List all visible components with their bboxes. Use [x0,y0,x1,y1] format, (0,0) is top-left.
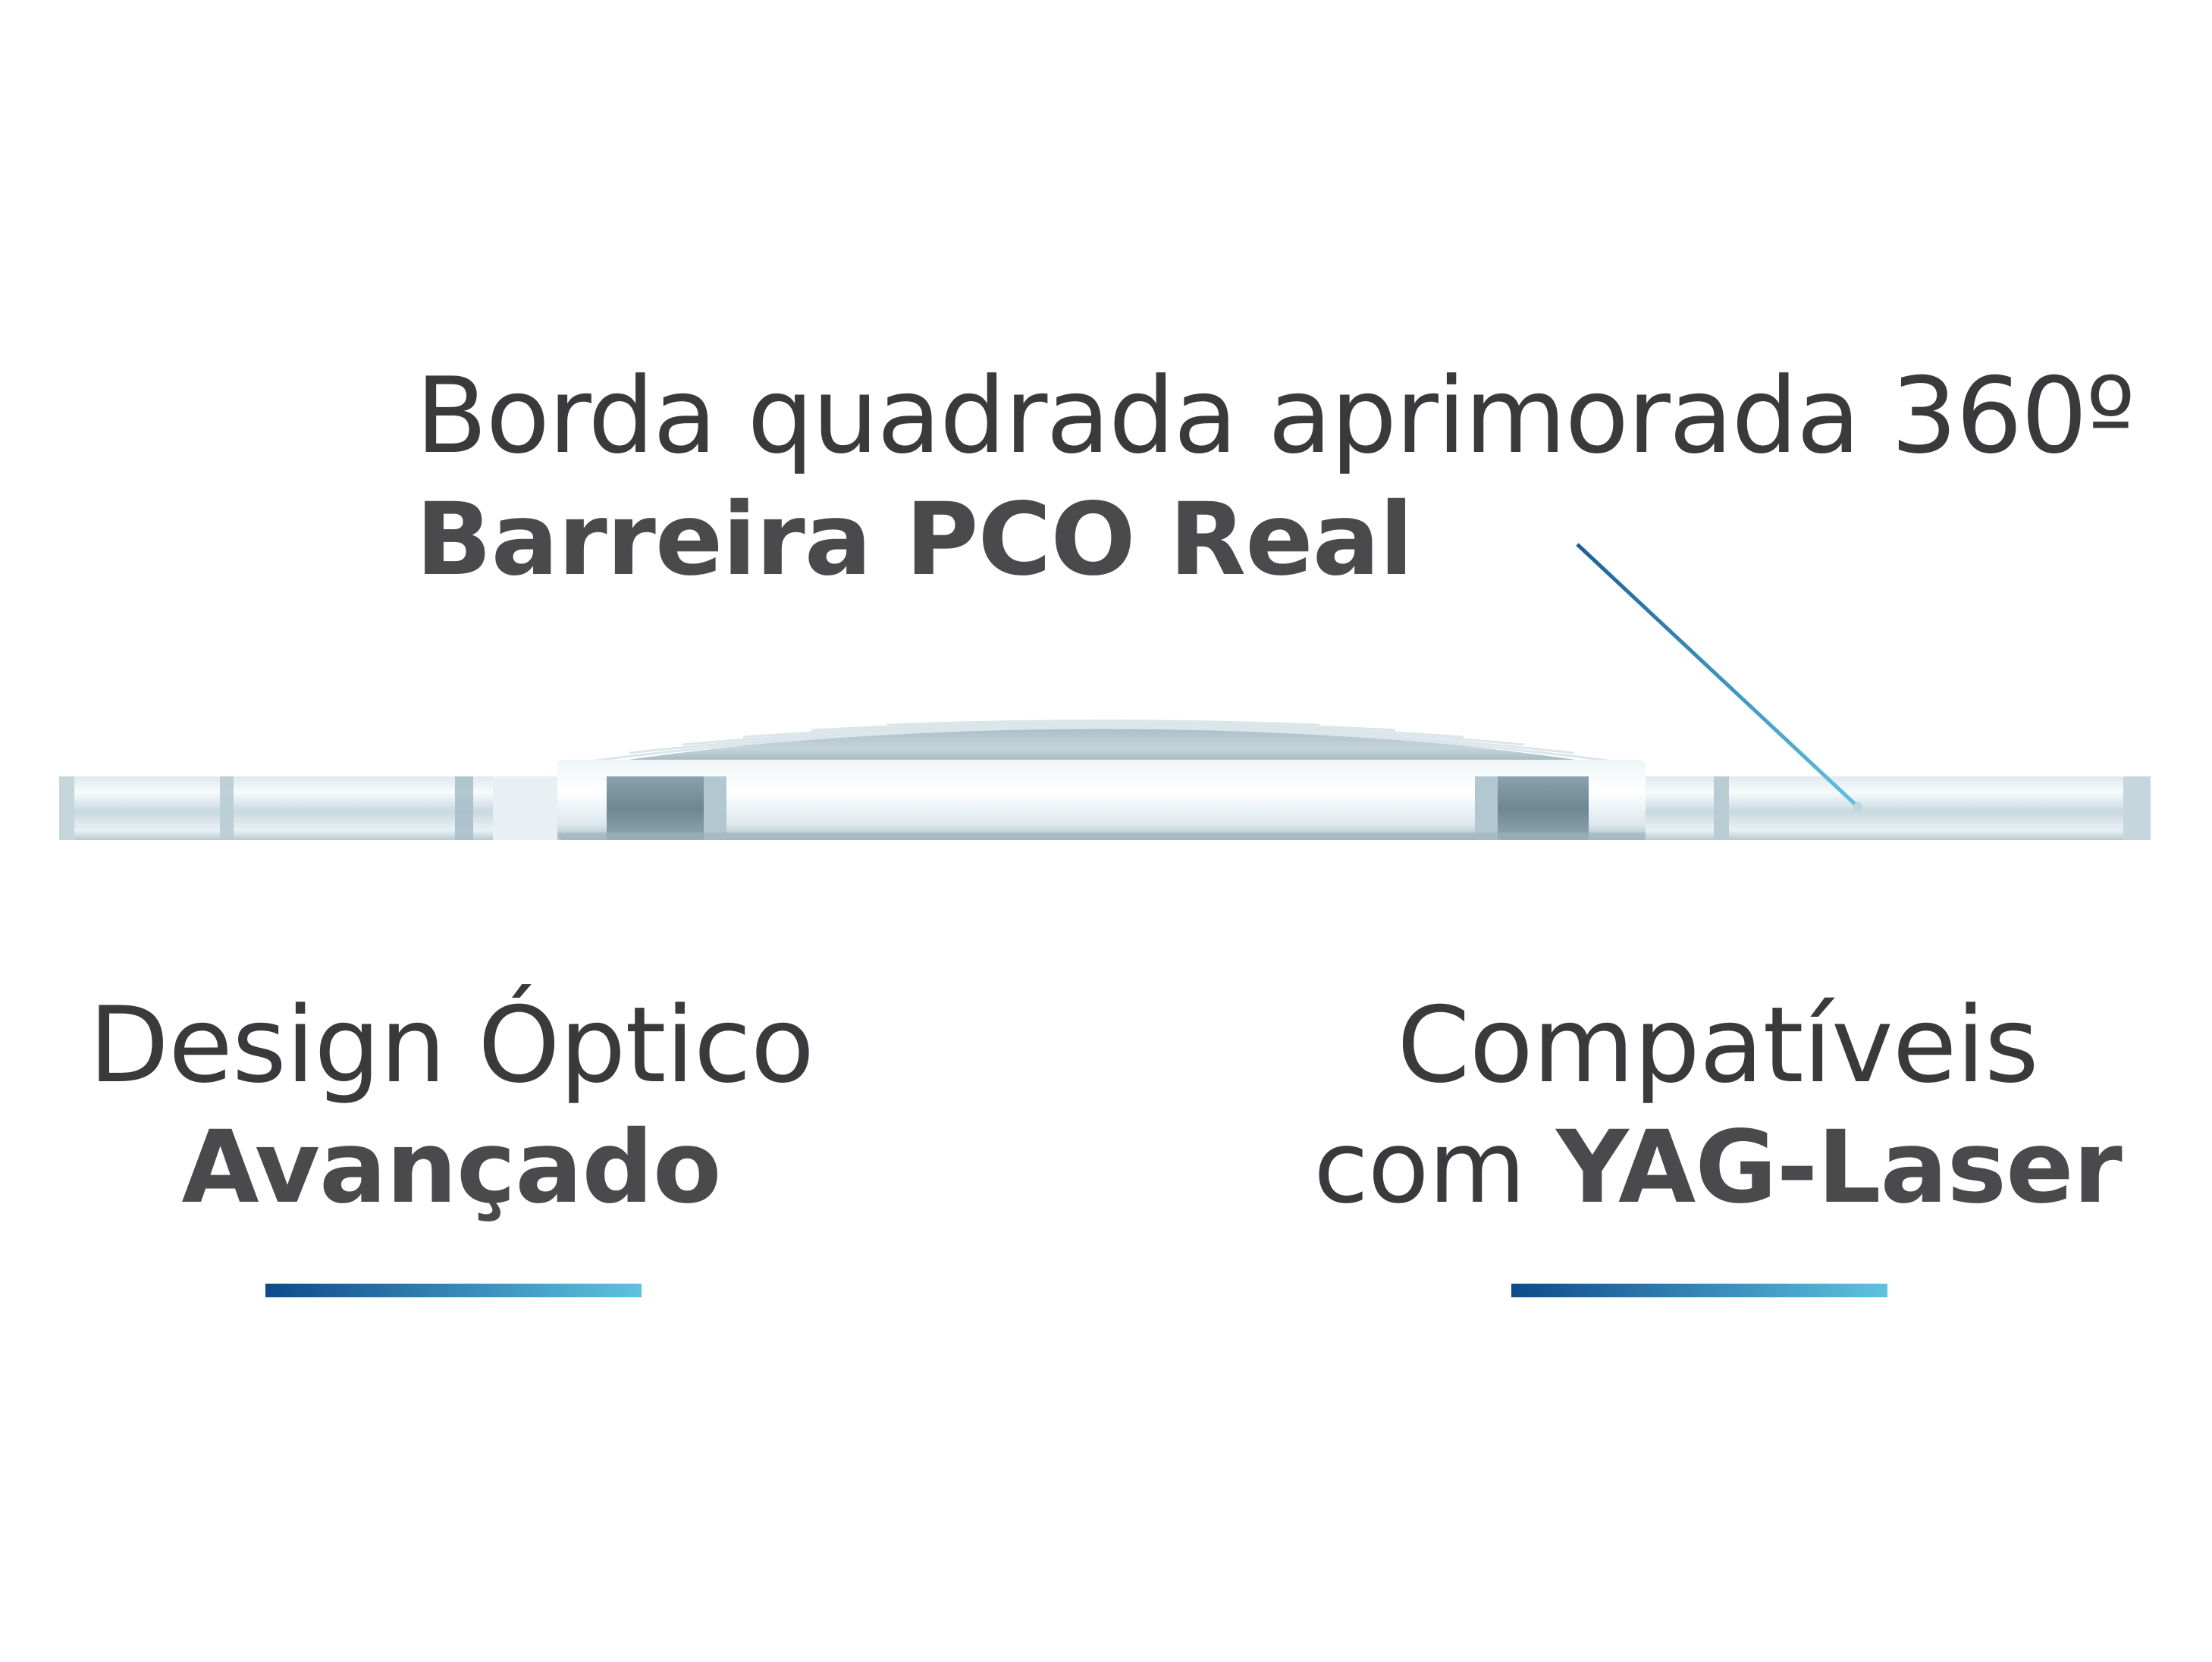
lens-optic-body [557,760,1646,840]
left-callout: Design Óptico Avançado [0,993,902,1218]
left-callout-line1: Design Óptico [88,984,814,1106]
right-callout-line1: Compatíveis [1397,984,2039,1106]
callout-connector-diagonal [1576,543,1859,808]
right-callout-line2-prefix: com [1313,1109,1557,1226]
right-callout-line2: com YAG-Laser [1289,1118,2146,1218]
top-callout: Borda quadrada aprimorada 360º Barreira … [416,355,2135,598]
right-callout: Compatíveis com YAG-Laser [1289,993,2146,1218]
right-callout-line2-bold: YAG-Laser [1556,1109,2123,1226]
left-callout-line2: Avançado [181,1109,721,1226]
right-callout-underline [1511,1284,1887,1297]
top-callout-line1: Borda quadrada aprimorada 360º [416,355,2135,477]
top-callout-line2: Barreira PCO Real [416,481,1413,598]
callout-connector-dot [1853,802,1862,811]
left-callout-underline [265,1284,642,1297]
